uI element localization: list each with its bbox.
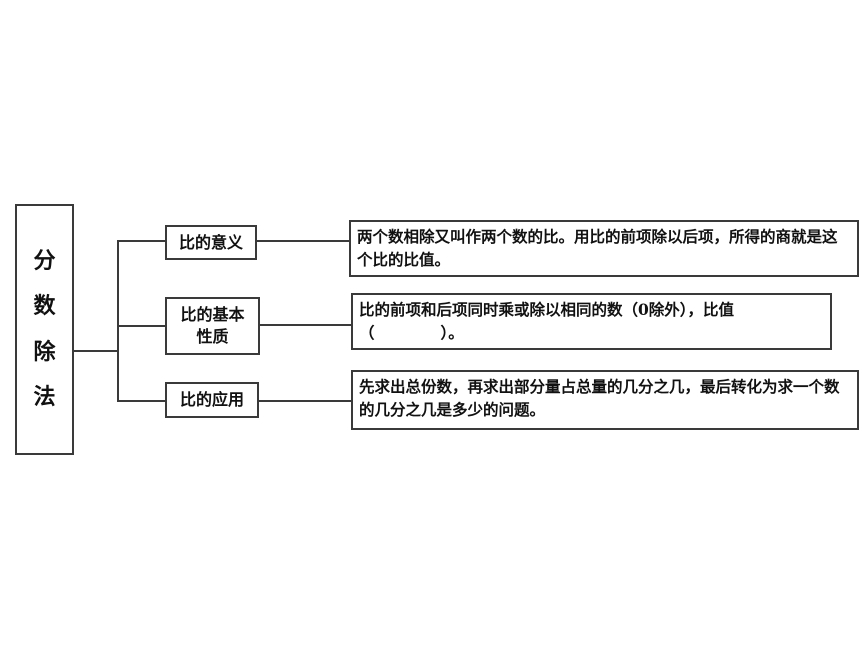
branch-2-description-box: 比的前项和后项同时乘或除以相同的数（0除外），比值 （ ）。: [351, 293, 832, 350]
branch-2-close-paren: ）。: [440, 323, 464, 343]
branch-node-application-of-ratio: 比的应用: [165, 382, 259, 418]
branch-2-title-line-1: 比的基本: [180, 305, 245, 325]
branch-3-desc-connector-line: [258, 400, 352, 402]
branch-3-title: 比的应用: [179, 390, 244, 410]
branch-2-open-paren: （: [359, 323, 375, 343]
branch-node-basic-property-of-ratio: 比的基本 性质: [165, 297, 260, 355]
root-connector-line: [74, 350, 118, 352]
branch-3-description-box: 先求出总份数，再求出部分量占总量的几分之几，最后转化为求一个数的几分之几是多少的…: [351, 370, 859, 430]
branch-3-connector-line: [117, 400, 166, 402]
branch-1-description: 两个数相除又叫作两个数的比。用比的前项除以后项，所得的商就是这个比的比值。: [357, 227, 838, 270]
branch-1-description-box: 两个数相除又叫作两个数的比。用比的前项除以后项，所得的商就是这个比的比值。: [349, 220, 859, 277]
branch-2-description-line-2: （ ）。: [359, 321, 824, 344]
branch-1-desc-connector-line: [255, 240, 350, 242]
root-char-2: 数: [33, 293, 56, 320]
branch-2-title-line-2: 性质: [196, 327, 229, 346]
branch-1-title: 比的意义: [178, 232, 243, 252]
root-char-3: 除: [33, 338, 56, 365]
branch-2-description-line-1: 比的前项和后项同时乘或除以相同的数（0除外），比值: [359, 300, 735, 319]
branch-node-meaning-of-ratio: 比的意义: [165, 225, 257, 260]
root-char-1: 分: [33, 248, 56, 275]
branch-2-desc-connector-line: [259, 324, 352, 326]
branch-2-connector-line: [117, 325, 166, 327]
trunk-vertical-line: [117, 240, 119, 402]
branch-3-description: 先求出总份数，再求出部分量占总量的几分之几，最后转化为求一个数的几分之几是多少的…: [359, 377, 840, 420]
root-node-fraction-division: 分 数 除 法: [15, 204, 74, 455]
branch-1-connector-line: [117, 240, 166, 242]
root-char-4: 法: [33, 383, 56, 410]
